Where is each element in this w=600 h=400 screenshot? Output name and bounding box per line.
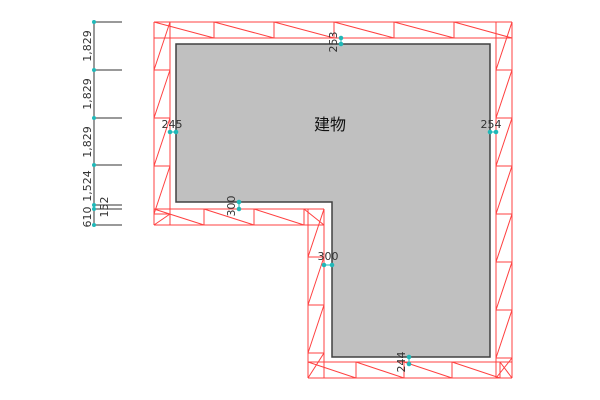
scaffold-brace: [153, 21, 215, 39]
gap-label-right: 254: [481, 118, 502, 131]
scaffold-brace: [495, 261, 513, 311]
scaffold-brace: [451, 361, 501, 379]
scaffold-brace: [307, 256, 325, 306]
dimension-label: 1,829: [81, 78, 94, 110]
dimension-label: 1,524: [81, 170, 94, 202]
scaffold-brace: [355, 361, 405, 379]
scaffold-brace: [153, 165, 171, 215]
scaffold-brace: [499, 361, 513, 379]
scaffold-brace: [495, 21, 513, 71]
scaffold-brace: [153, 117, 171, 167]
scaffold-brace: [393, 21, 455, 39]
scaffold-brace: [253, 208, 305, 226]
scaffold-brace: [153, 21, 171, 71]
gap-label-left: 245: [162, 118, 183, 131]
building-outline[interactable]: [175, 43, 491, 358]
dimension-label: 1,829: [81, 126, 94, 158]
scaffold-brace: [153, 213, 171, 226]
gap-label-notch-top: 300: [225, 196, 238, 217]
dimension-markers: [92, 20, 96, 227]
scaffold-brace: [495, 357, 513, 379]
scaffold-brace: [495, 165, 513, 215]
building-label: 建物: [314, 115, 346, 134]
scaffold-brace: [495, 69, 513, 119]
scaffold-brace: [333, 21, 395, 39]
gap-label-top: 253: [327, 32, 340, 53]
gap-label-notch-left: 300: [318, 250, 339, 263]
scaffold-brace: [453, 21, 513, 39]
scaffold-brace: [203, 208, 255, 226]
scaffold-brace: [303, 208, 325, 226]
gap-markers: [167, 35, 499, 367]
scaffold-brace: [495, 213, 513, 263]
scaffold-brace: [495, 117, 513, 167]
scaffold-brace: [307, 304, 325, 354]
gap-label-bottom: 244: [395, 352, 408, 373]
scaffold-brace: [495, 309, 513, 359]
scaffold-brace: [213, 21, 275, 39]
scaffold-brace: [307, 208, 325, 258]
dimension-label: 610: [81, 207, 94, 228]
dimension-label: 1,829: [81, 30, 94, 62]
scaffold-brace: [403, 361, 453, 379]
scaffold-band: [153, 21, 513, 379]
scaffold-brace: [307, 352, 325, 379]
scaffold-brace: [307, 361, 357, 379]
scaffold-brace: [153, 69, 171, 119]
scaffold-brace: [273, 21, 335, 39]
left-dimension-line: [93, 21, 122, 226]
dimension-label: 152: [98, 197, 111, 218]
scaffold-brace: [153, 208, 205, 226]
